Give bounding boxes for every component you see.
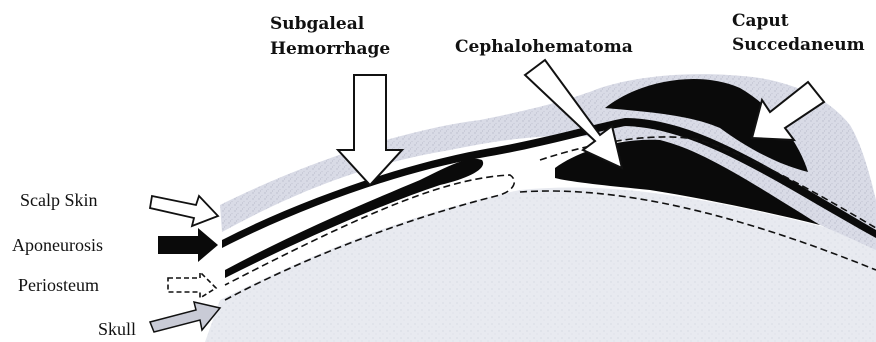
periosteum-arrow-icon (168, 272, 216, 298)
scalp-skin-label: Scalp Skin (20, 190, 98, 210)
caput-label-line2: Succedaneum (732, 35, 865, 55)
skull-label: Skull (98, 319, 136, 339)
scalp-skin-arrow-icon (150, 196, 218, 226)
aponeurosis-label: Aponeurosis (12, 235, 103, 255)
aponeurosis-arrow-icon (158, 228, 218, 262)
caput-label-line1: Caput (732, 11, 789, 31)
periosteum-label: Periosteum (18, 275, 99, 295)
skull-arrow-icon (150, 302, 220, 332)
subgaleal-label-line1: Subgaleal (270, 14, 365, 34)
subgaleal-label-line2: Hemorrhage (270, 39, 390, 59)
cephalohematoma-label: Cephalohematoma (455, 37, 633, 57)
